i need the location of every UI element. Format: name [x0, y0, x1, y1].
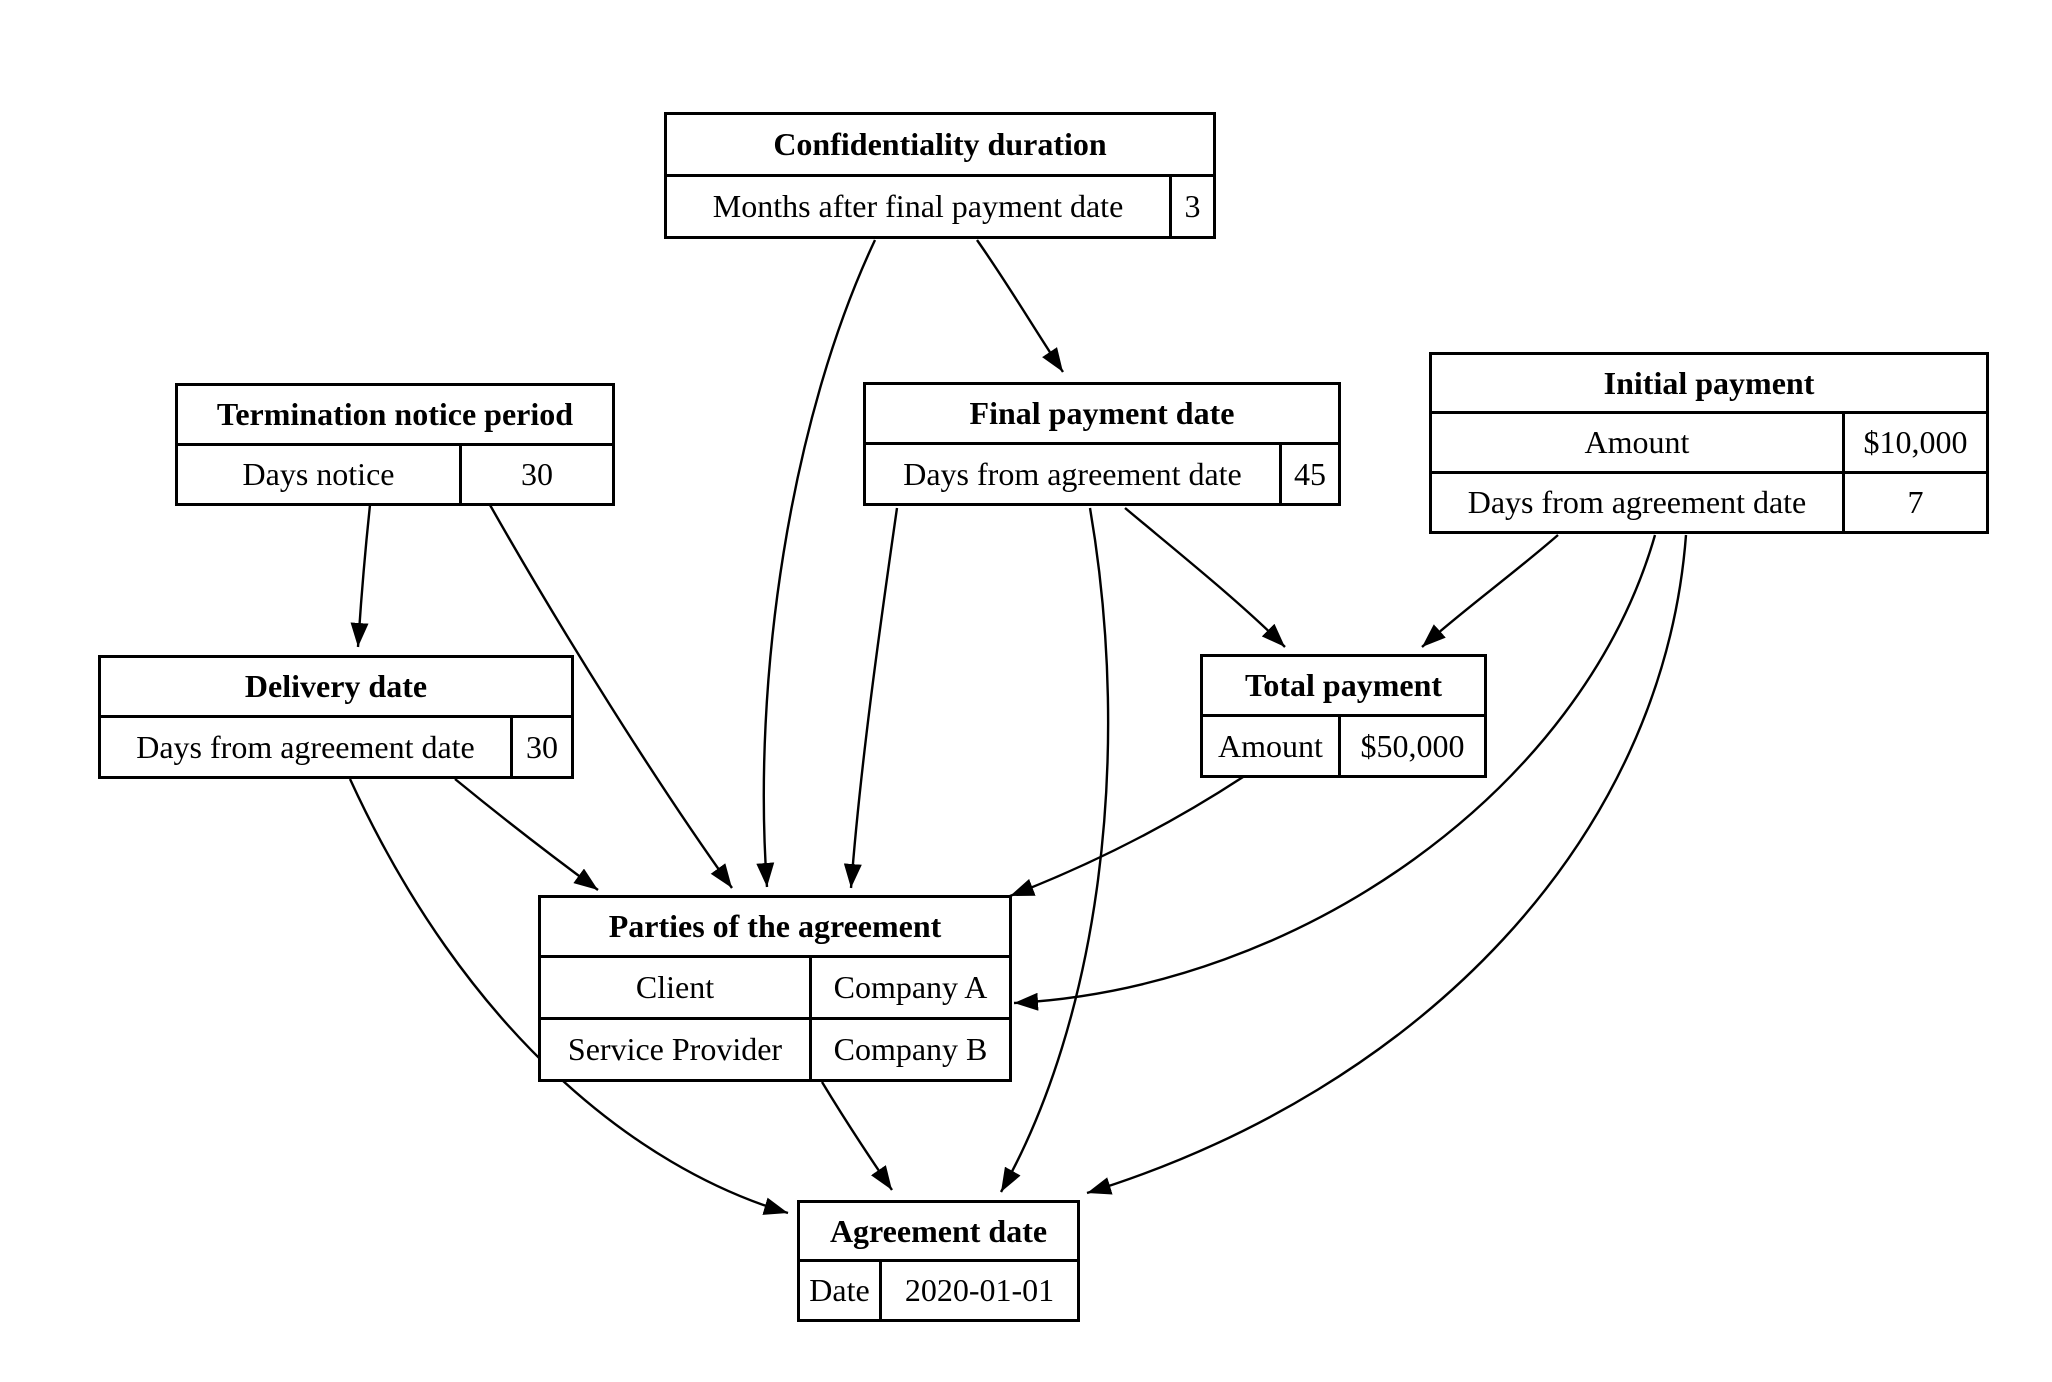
row-label: Date: [800, 1262, 882, 1319]
row-label: Amount: [1432, 414, 1845, 471]
node-row: Date 2020-01-01: [800, 1262, 1077, 1319]
node-row: Days notice 30: [178, 446, 612, 503]
edge-final-payment-date-to-total-payment: [1124, 507, 1286, 648]
row-label: Service Provider: [541, 1020, 812, 1079]
row-value: 3: [1184, 188, 1201, 224]
node-row: Days from agreement date 45: [866, 445, 1338, 503]
node-row: Amount $50,000: [1203, 717, 1484, 775]
row-label: Days from agreement date: [1432, 474, 1845, 531]
row-value: 2020-01-01: [904, 1272, 1055, 1308]
edge-total-payment-to-parties-of-the-agreement: [1009, 775, 1244, 898]
row-value: $10,000: [1863, 424, 1968, 460]
node-title: Total payment: [1203, 657, 1484, 717]
row-value: 30: [521, 456, 553, 492]
node-title: Termination notice period: [178, 386, 612, 446]
node-title: Delivery date: [101, 658, 571, 718]
edges-group: [348, 239, 1688, 1215]
row-value: 30: [526, 728, 558, 765]
node-row: Client Company A: [541, 958, 1009, 1020]
row-value: 7: [1907, 484, 1924, 520]
row-value: Company A: [833, 969, 988, 1005]
edge-confidentiality-duration-to-final-payment-date: [976, 239, 1064, 373]
node-row: Days from agreement date 7: [1432, 474, 1986, 531]
edge-final-payment-date-to-agreement-date: [999, 507, 1110, 1193]
edge-initial-payment-to-parties-of-the-agreement: [1013, 534, 1657, 1011]
edge-initial-payment-to-agreement-date: [1086, 534, 1688, 1195]
node-title: Agreement date: [800, 1203, 1077, 1262]
edge-initial-payment-to-total-payment: [1421, 534, 1559, 648]
node-row: Amount $10,000: [1432, 414, 1986, 474]
node-title: Parties of the agreement: [541, 898, 1009, 958]
edge-termination-notice-period-to-parties-of-the-agreement: [488, 504, 733, 889]
edge-confidentiality-duration-to-parties-of-the-agreement: [756, 239, 877, 888]
row-label: Months after final payment date: [667, 177, 1172, 236]
node-title: Confidentiality duration: [667, 115, 1213, 177]
node-row: Service Provider Company B: [541, 1020, 1009, 1079]
row-value: 45: [1294, 455, 1326, 492]
edge-final-payment-date-to-parties-of-the-agreement: [843, 507, 899, 889]
row-label: Client: [541, 958, 812, 1017]
row-label: Days from agreement date: [866, 445, 1282, 503]
edge-parties-of-the-agreement-to-agreement-date: [820, 1081, 893, 1191]
row-label: Days from agreement date: [101, 718, 513, 776]
node-title: Initial payment: [1432, 355, 1986, 414]
node-row: Days from agreement date 30: [101, 718, 571, 776]
row-value: $50,000: [1360, 727, 1465, 764]
edge-delivery-date-to-parties-of-the-agreement: [454, 778, 599, 891]
row-label: Amount: [1203, 717, 1341, 775]
edge-termination-notice-period-to-delivery-date: [350, 504, 372, 648]
node-row: Months after final payment date 3: [667, 177, 1213, 236]
row-label: Days notice: [178, 446, 462, 503]
node-title: Final payment date: [866, 385, 1338, 445]
row-value: Company B: [833, 1031, 988, 1067]
